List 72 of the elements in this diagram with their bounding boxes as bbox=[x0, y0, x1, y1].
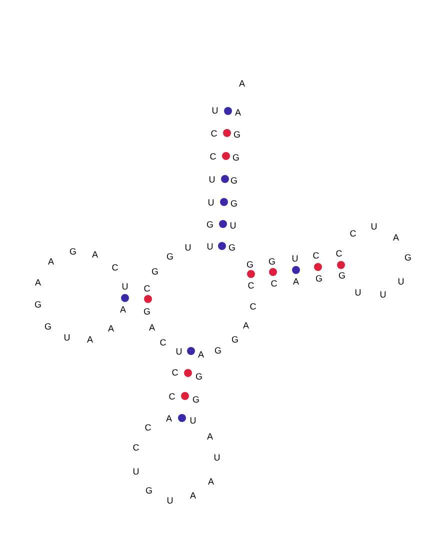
nucleotide-letter: A bbox=[208, 478, 214, 486]
nucleotide-letter: G bbox=[338, 272, 346, 280]
nucleotide-letter: A bbox=[190, 492, 196, 500]
nucleotide-letter: U bbox=[212, 106, 218, 116]
nucleotide-letter: A bbox=[35, 278, 41, 288]
nucleotide-letter: G bbox=[404, 254, 412, 262]
nucleotide-letter: G bbox=[206, 220, 214, 230]
nucleotide-letter: U bbox=[230, 222, 236, 230]
nucleotide-letter: G bbox=[228, 244, 236, 252]
nucleotide-letter: U bbox=[206, 242, 214, 252]
nucleotide-letter: C bbox=[144, 284, 150, 294]
nucleotide-letter: U bbox=[176, 348, 182, 356]
nucleotide-letter: A bbox=[239, 80, 245, 88]
nucleotide-letter: G bbox=[196, 372, 202, 382]
nucleotide-letter: A bbox=[198, 350, 204, 360]
nucleotide-letter: C bbox=[270, 280, 278, 288]
nucleotide-letter: G bbox=[152, 268, 158, 276]
nucleotide-letter: A bbox=[235, 108, 241, 118]
nucleotide-letter: G bbox=[144, 308, 150, 316]
nucleotide-letter: C bbox=[132, 444, 140, 452]
nucleotide-letter: C bbox=[160, 338, 166, 348]
nucleotide-letter: A bbox=[108, 324, 114, 334]
nucleotide-letter: C bbox=[312, 252, 320, 260]
nucleotide-letter: C bbox=[210, 152, 216, 162]
nucleotide-letter: G bbox=[166, 252, 174, 262]
nucleotide-letter: U bbox=[132, 468, 140, 476]
nucleotide-letter: G bbox=[230, 200, 238, 208]
nucleotide-letter: U bbox=[122, 282, 128, 292]
nucleotide-letter: U bbox=[208, 176, 216, 184]
nucleotide-letter: U bbox=[190, 416, 196, 426]
nucleotide-letter: G bbox=[232, 154, 240, 162]
nucleotide-letter: A bbox=[293, 278, 299, 286]
nucleotide-letter: U bbox=[398, 278, 404, 286]
nucleotide-letter: C bbox=[336, 250, 342, 258]
nucleotide-letter: A bbox=[243, 322, 249, 330]
nucleotide-letter: G bbox=[316, 274, 322, 284]
nucleotide-letter: A bbox=[166, 414, 172, 424]
nucleotide-letter: C bbox=[210, 130, 218, 138]
nucleotide-letter: A bbox=[120, 306, 126, 314]
nucleotide-letter: A bbox=[48, 258, 54, 266]
nucleotide-letter: G bbox=[268, 258, 276, 266]
nucleotide-letter: U bbox=[184, 244, 192, 252]
nucleotide-letter: A bbox=[207, 432, 213, 442]
nucleotide-letter: G bbox=[232, 336, 238, 344]
nucleotide-letter: U bbox=[354, 288, 362, 298]
nucleotide-letter: A bbox=[393, 234, 399, 242]
nucleotide-letter: C bbox=[350, 230, 356, 238]
nucleotide-letter: C bbox=[144, 424, 152, 432]
nucleotide-letter: G bbox=[34, 300, 42, 310]
nucleotide-letter: A bbox=[92, 250, 98, 260]
nucleotide-letter: G bbox=[44, 322, 52, 332]
nucleotide-letter: U bbox=[292, 254, 298, 264]
nucleotide-letter: C bbox=[112, 264, 118, 272]
nucleotide-letter: G bbox=[214, 346, 222, 356]
nucleotide-letter: G bbox=[230, 176, 238, 186]
nucleotide-letter: U bbox=[214, 454, 220, 462]
nucleotide-letter: C bbox=[172, 368, 178, 378]
nucleotide-letter: C bbox=[248, 282, 254, 290]
nucleotide-letter: U bbox=[380, 290, 386, 300]
nucleotide-letter: U bbox=[370, 222, 378, 232]
nucleotide-letter: G bbox=[146, 486, 152, 496]
nucleotide-letter: G bbox=[70, 248, 76, 256]
nucleotide-letter: U bbox=[208, 198, 214, 208]
nucleotide-letter: G bbox=[246, 260, 254, 270]
nucleotide-letter: A bbox=[87, 336, 93, 344]
nucleotide-letter: U bbox=[166, 496, 174, 506]
nucleotide-letter: C bbox=[250, 302, 256, 312]
nucleotide-letter: G bbox=[192, 396, 200, 404]
nucleotide-letter: C bbox=[168, 392, 176, 402]
nucleotide-letter: U bbox=[64, 334, 70, 342]
nucleotide-letter: G bbox=[234, 130, 240, 140]
nucleotide-letter: A bbox=[149, 324, 155, 332]
